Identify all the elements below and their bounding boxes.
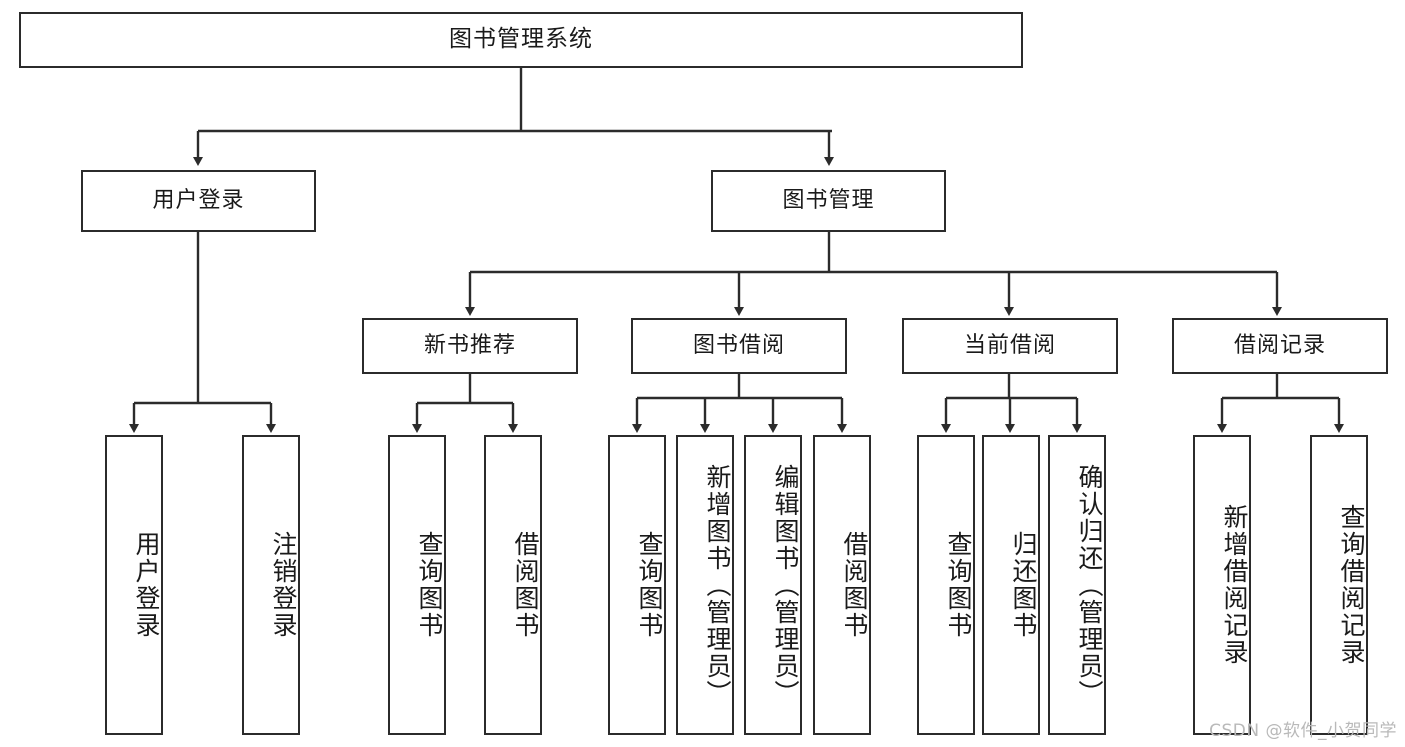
node-book-management[interactable]: 图书管理 <box>711 170 946 232</box>
leaf-return-book[interactable]: 归还图书 <box>982 435 1040 735</box>
leaf-user-login[interactable]: 用户登录 <box>105 435 163 735</box>
node-label: 新书推荐 <box>423 332 516 358</box>
node-current-borrow[interactable]: 当前借阅 <box>902 318 1118 374</box>
node-root-system[interactable]: 图书管理系统 <box>19 12 1023 68</box>
node-label: 编辑图书（管理员） <box>771 463 800 707</box>
node-label: 归还图书 <box>1009 531 1038 639</box>
leaf-logout[interactable]: 注销登录 <box>242 435 300 735</box>
leaf-borrow-book[interactable]: 借阅图书 <box>813 435 871 735</box>
leaf-confirm-return-admin[interactable]: 确认归还（管理员） <box>1048 435 1106 735</box>
leaf-borrow-book-recommend[interactable]: 借阅图书 <box>484 435 542 735</box>
leaf-edit-book-admin[interactable]: 编辑图书（管理员） <box>744 435 802 735</box>
node-label: 用户登录 <box>132 531 161 639</box>
node-label: 图书管理系统 <box>449 26 593 53</box>
node-label: 借阅图书 <box>511 531 540 639</box>
leaf-add-book-admin[interactable]: 新增图书（管理员） <box>676 435 734 735</box>
node-user-login[interactable]: 用户登录 <box>81 170 316 232</box>
node-label: 新增图书（管理员） <box>703 463 732 707</box>
node-label: 借阅图书 <box>840 531 869 639</box>
node-label: 图书管理 <box>782 187 875 213</box>
leaf-add-borrow-record[interactable]: 新增借阅记录 <box>1193 435 1251 735</box>
node-new-book-recommend[interactable]: 新书推荐 <box>362 318 578 374</box>
node-label: 查询借阅记录 <box>1337 504 1366 666</box>
node-label: 查询图书 <box>415 531 444 639</box>
leaf-query-book-recommend[interactable]: 查询图书 <box>388 435 446 735</box>
node-label: 查询图书 <box>635 531 664 639</box>
leaf-query-book-borrow[interactable]: 查询图书 <box>608 435 666 735</box>
node-book-borrow[interactable]: 图书借阅 <box>631 318 847 374</box>
node-label: 借阅记录 <box>1233 332 1326 358</box>
node-label: 新增借阅记录 <box>1220 504 1249 666</box>
node-label: 查询图书 <box>944 531 973 639</box>
node-label: 注销登录 <box>269 531 298 639</box>
watermark: CSDN @软件_小贺同学 <box>1209 721 1397 741</box>
node-label: 用户登录 <box>152 187 245 213</box>
node-label: 确认归还（管理员） <box>1075 463 1104 707</box>
node-borrow-record[interactable]: 借阅记录 <box>1172 318 1388 374</box>
node-label: 当前借阅 <box>963 332 1056 358</box>
leaf-query-borrow-record[interactable]: 查询借阅记录 <box>1310 435 1368 735</box>
leaf-query-book-current[interactable]: 查询图书 <box>917 435 975 735</box>
node-label: 图书借阅 <box>692 332 785 358</box>
